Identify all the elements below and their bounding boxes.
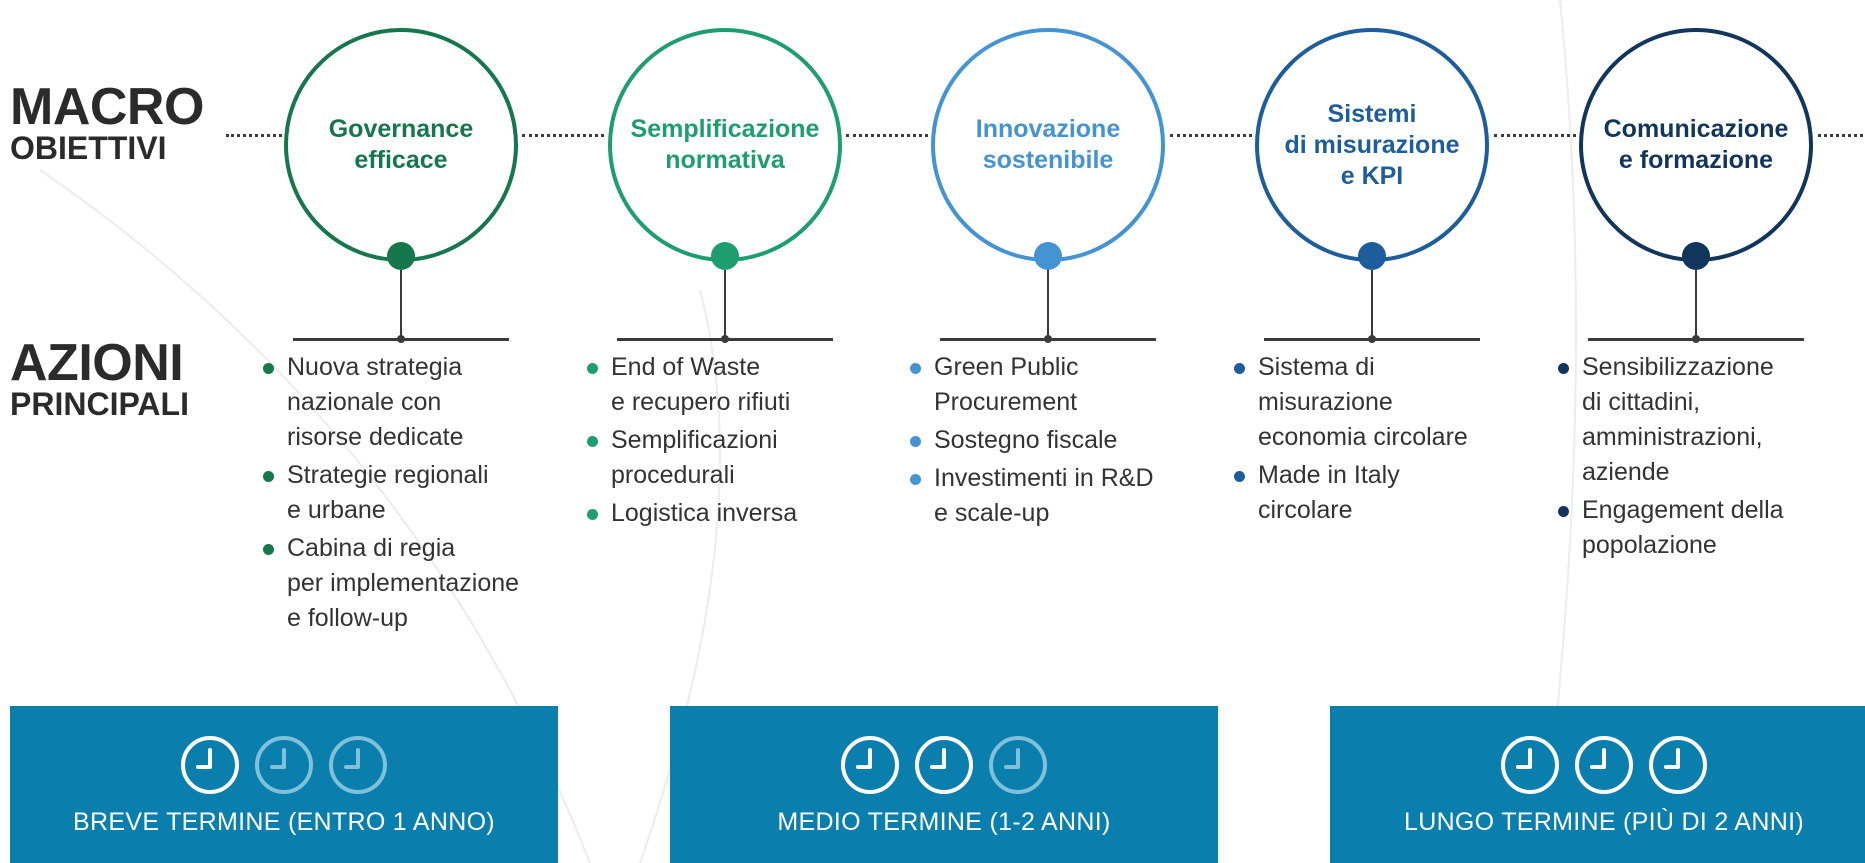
clock-icon [255, 736, 313, 794]
clock-icon [989, 736, 1047, 794]
clock-icons [10, 734, 558, 796]
clock-icons [1330, 734, 1865, 796]
action-text: Sistema di misurazione economia circolar… [1258, 353, 1468, 451]
macro-obiettivi-title: MACRO OBIETTIVI [10, 78, 204, 166]
objective-circle: Sistemi di misurazione e KPI [1255, 28, 1489, 262]
actions-list: Nuova strategia nazionale con risorse de… [263, 350, 563, 639]
action-text: End of Waste e recupero rifiuti [611, 353, 791, 416]
action-text: Cabina di regia per implementazione e fo… [287, 534, 520, 632]
bullet-icon [910, 436, 921, 447]
clock-icon [1575, 736, 1633, 794]
azioni-title-small: PRINCIPALI [10, 386, 189, 422]
action-text: Nuova strategia nazionale con risorse de… [287, 353, 464, 451]
action-item: Investimenti in R&D e scale-up [910, 461, 1210, 531]
bullet-icon [587, 509, 598, 520]
action-text: Sensibilizzazione di cittadini, amminist… [1582, 353, 1774, 486]
timeframe-band: LUNGO TERMINE (PIÙ DI 2 ANNI) [1330, 706, 1865, 863]
objective-node-dot [1358, 242, 1386, 270]
connector-dot [1692, 335, 1700, 343]
bullet-icon [1558, 506, 1569, 517]
bullet-icon [263, 363, 274, 374]
action-item: Logistica inversa [587, 496, 887, 531]
action-item: Semplificazioni procedurali [587, 423, 887, 493]
connector-stem [724, 270, 726, 340]
actions-list: Sensibilizzazione di cittadini, amminist… [1558, 350, 1858, 566]
objective-circle: Semplificazione normativa [608, 28, 842, 262]
clock-icon [1649, 736, 1707, 794]
objective-title: Comunicazione e formazione [1603, 115, 1789, 174]
bullet-icon [910, 363, 921, 374]
objective-title: Semplificazione normativa [630, 115, 820, 174]
action-item: Sensibilizzazione di cittadini, amminist… [1558, 350, 1858, 490]
clock-icon [329, 736, 387, 794]
action-text: Semplificazioni procedurali [611, 426, 778, 489]
connector-dot [1368, 335, 1376, 343]
action-text: Sostegno fiscale [934, 426, 1118, 454]
objective-circle: Comunicazione e formazione [1579, 28, 1813, 262]
dotted-connector [226, 134, 282, 137]
connector-stem [1047, 270, 1049, 340]
action-text: Investimenti in R&D e scale-up [934, 464, 1154, 527]
timeframe-band: BREVE TERMINE (ENTRO 1 ANNO) [10, 706, 558, 863]
action-text: Logistica inversa [611, 499, 798, 527]
bullet-icon [263, 544, 274, 555]
action-item: Strategie regionali e urbane [263, 458, 563, 528]
bullet-icon [263, 471, 274, 482]
action-item: Green Public Procurement [910, 350, 1210, 420]
action-item: Sistema di misurazione economia circolar… [1234, 350, 1534, 455]
clock-icon [1501, 736, 1559, 794]
bullet-icon [1234, 363, 1245, 374]
action-item: Cabina di regia per implementazione e fo… [263, 531, 563, 636]
connector-stem [1695, 270, 1697, 340]
bullet-icon [587, 363, 598, 374]
objective-node-dot [1034, 242, 1062, 270]
action-item: End of Waste e recupero rifiuti [587, 350, 887, 420]
actions-list: Sistema di misurazione economia circolar… [1234, 350, 1534, 531]
bullet-icon [1234, 471, 1245, 482]
objective-node-dot [711, 242, 739, 270]
clock-icon [841, 736, 899, 794]
objective-node-dot [1682, 242, 1710, 270]
bullet-icon [1558, 363, 1569, 374]
objective-title: Innovazione sostenibile [975, 115, 1121, 174]
action-item: Engagement della popolazione [1558, 493, 1858, 563]
timeframe-label: MEDIO TERMINE (1-2 ANNI) [777, 808, 1111, 836]
timeframe-label: LUNGO TERMINE (PIÙ DI 2 ANNI) [1404, 808, 1804, 836]
action-item: Sostegno fiscale [910, 423, 1210, 458]
connector-dot [1044, 335, 1052, 343]
action-text: Green Public Procurement [934, 353, 1079, 416]
connector-dot [721, 335, 729, 343]
dotted-connector [1494, 134, 1576, 137]
macro-title-big: MACRO [10, 78, 204, 136]
azioni-principali-title: AZIONI PRINCIPALI [10, 334, 189, 422]
connector-stem [1371, 270, 1373, 340]
clock-icon [181, 736, 239, 794]
bullet-icon [587, 436, 598, 447]
action-text: Engagement della popolazione [1582, 496, 1784, 559]
timeframe-label: BREVE TERMINE (ENTRO 1 ANNO) [73, 808, 495, 836]
action-text: Made in Italy circolare [1258, 461, 1400, 524]
dotted-connector [1170, 134, 1252, 137]
clock-icon [915, 736, 973, 794]
azioni-title-big: AZIONI [10, 334, 184, 392]
action-item: Made in Italy circolare [1234, 458, 1534, 528]
objective-node-dot [387, 242, 415, 270]
objective-title: Governance efficace [328, 115, 474, 174]
bullet-icon [910, 474, 921, 485]
timeframe-band: MEDIO TERMINE (1-2 ANNI) [670, 706, 1218, 863]
dotted-connector [1818, 134, 1863, 137]
connector-stem [400, 270, 402, 340]
connector-dot [397, 335, 405, 343]
objective-circle: Innovazione sostenibile [931, 28, 1165, 262]
action-text: Strategie regionali e urbane [287, 461, 489, 524]
dotted-connector [522, 134, 604, 137]
action-item: Nuova strategia nazionale con risorse de… [263, 350, 563, 455]
objective-circle: Governance efficace [284, 28, 518, 262]
macro-title-small: OBIETTIVI [10, 130, 167, 166]
clock-icons [670, 734, 1218, 796]
dotted-connector [846, 134, 928, 137]
objective-title: Sistemi di misurazione e KPI [1284, 99, 1460, 190]
